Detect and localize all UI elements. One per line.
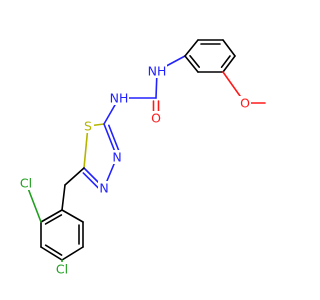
chlorine-ortho-label: Cl [20, 176, 32, 191]
bond-aryl-double [44, 214, 63, 225]
bond-phenyl [184, 39, 199, 57]
atom-nitrogen-4: N [98, 181, 110, 196]
atom-chlorine-ortho: Cl [16, 176, 36, 191]
bond-layer [25, 39, 266, 270]
bond-methylene [64, 167, 85, 186]
nitrogen-3-label: N [112, 150, 121, 165]
atom-nh-left: NH [109, 91, 129, 106]
atom-nitrogen-3: N [111, 150, 123, 165]
atom-label-layer: NH NH O O S N N Cl [16, 64, 251, 277]
bond-phenyl [184, 55, 199, 73]
sulfur-label: S [84, 119, 92, 134]
atom-carbonyl-oxygen: O [150, 111, 162, 126]
nh-left-label: NH [110, 91, 129, 106]
carbonyl-oxygen-label: O [151, 111, 161, 126]
bond-benzyl [61, 184, 66, 211]
atom-nh-right: NH [147, 64, 167, 79]
molecule-structure-diagram: NH NH O O S N N Cl [16, 39, 266, 277]
bond-aryl [40, 246, 63, 261]
bond-phenyl [222, 55, 236, 73]
bond-aryl [61, 246, 84, 261]
nitrogen-4-label: N [99, 181, 108, 196]
atom-sulfur: S [82, 119, 94, 134]
bond-phenyl-double [220, 55, 231, 68]
chlorine-para-label: Cl [56, 262, 68, 277]
atom-chlorine-para: Cl [52, 262, 72, 277]
bond-aryl-double [44, 244, 63, 256]
bond-phenyl-double [189, 55, 201, 68]
atom-ether-oxygen: O [239, 96, 251, 111]
ether-oxygen-label: O [240, 96, 250, 111]
bond-aryl [40, 209, 63, 223]
bond-aryl [61, 209, 84, 223]
nh-right-label: NH [148, 64, 167, 79]
bond-phenyl [222, 39, 236, 57]
bond-thiadiazole-double [82, 172, 100, 190]
bond-thiadiazole-double [108, 124, 121, 154]
